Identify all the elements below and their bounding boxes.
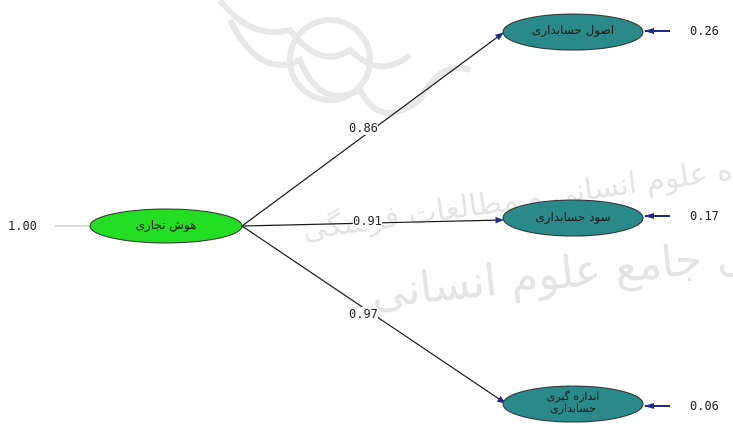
latent-variance-value: 1.00: [8, 219, 37, 233]
loading-value-1: 0.86: [349, 121, 378, 135]
watermark-logo: [217, 0, 471, 116]
error-value-2: 0.17: [690, 209, 719, 223]
indicator-label-3: اندازه گیری حسابداری: [546, 390, 600, 415]
indicator-label-1: اصول حسابداری: [531, 23, 615, 37]
loading-value-2: 0.91: [353, 214, 382, 228]
indicator-label-2: سود حسابداری: [535, 210, 611, 224]
indicator-node-2[interactable]: [502, 199, 644, 237]
error-value-1: 0.26: [690, 24, 719, 38]
indicator-node-1[interactable]: [502, 13, 644, 51]
error-value-3: 0.06: [690, 399, 719, 413]
loading-value-3: 0.97: [349, 307, 378, 321]
indicator-node-3[interactable]: [502, 385, 644, 423]
latent-node[interactable]: [89, 208, 243, 244]
latent-label: هوش تجاری: [135, 218, 197, 232]
